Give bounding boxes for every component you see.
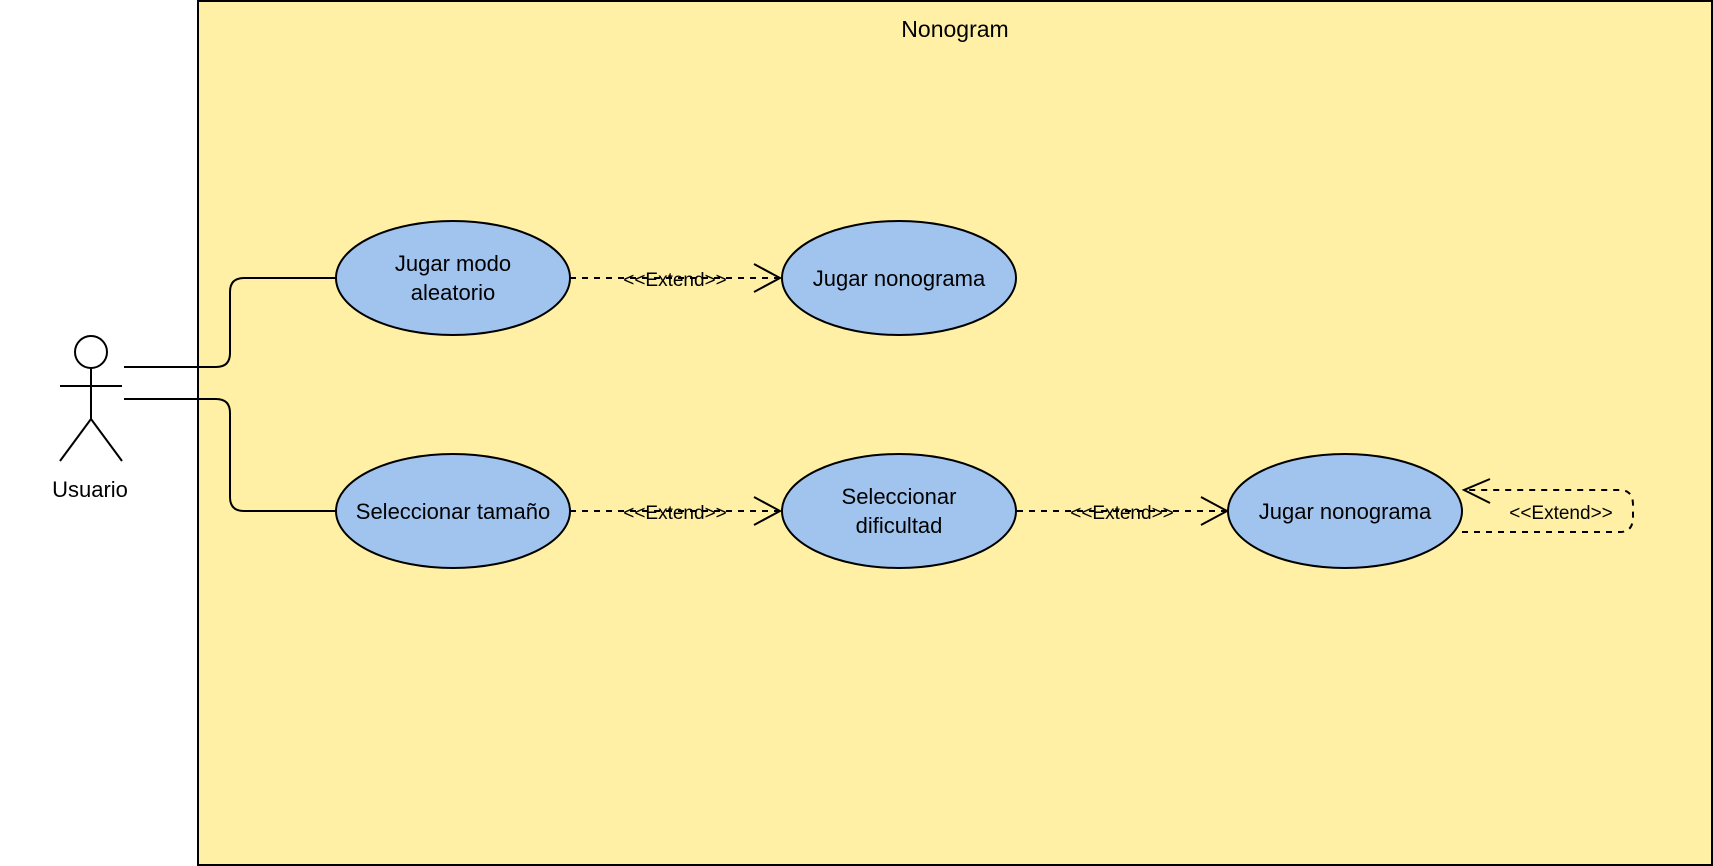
extend-label-1: <<Extend>>: [623, 270, 727, 291]
extend-relation-2: <<Extend>>: [570, 496, 783, 526]
association-usuario-jugar-aleatorio: [124, 277, 336, 368]
use-case-label-line2: dificultad: [856, 513, 943, 538]
use-case-label-line1: Jugar modo: [395, 251, 511, 276]
use-case-jugar-nonograma-bottom[interactable]: Jugar nonograma: [1227, 453, 1463, 569]
use-case-label-line1: Seleccionar: [842, 484, 957, 509]
system-title: Nonogram: [901, 16, 1008, 42]
extend-relation-1: <<Extend>>: [570, 263, 783, 293]
use-case-seleccionar-dificultad[interactable]: Seleccionar dificultad: [781, 453, 1017, 569]
arrowhead-open: [753, 496, 783, 526]
arrowhead-open: [1461, 478, 1491, 504]
actor-head: [74, 335, 108, 369]
system-boundary: [197, 0, 1713, 866]
extend-label-2: <<Extend>>: [623, 503, 727, 524]
extend-label-self: <<Extend>>: [1509, 503, 1613, 524]
use-case-label: Seleccionar tamaño: [356, 499, 550, 524]
use-case-jugar-nonograma-top[interactable]: Jugar nonograma: [781, 220, 1017, 336]
use-case-label-line2: aleatorio: [411, 280, 495, 305]
use-case-seleccionar-tamano[interactable]: Seleccionar tamaño: [335, 453, 571, 569]
use-case-label: Jugar nonograma: [813, 266, 986, 291]
extend-relation-self: <<Extend>>: [1461, 478, 1634, 533]
association-usuario-seleccionar-tamano: [124, 398, 336, 512]
actor-usuario[interactable]: [59, 335, 123, 462]
actor-right-leg: [90, 418, 123, 462]
extend-label-3: <<Extend>>: [1070, 503, 1174, 524]
use-case-jugar-modo-aleatorio[interactable]: Jugar modo aleatorio: [335, 220, 571, 336]
actor-left-leg: [59, 418, 92, 462]
actor-label: Usuario: [52, 477, 128, 502]
arrowhead-open: [753, 263, 783, 293]
use-case-label: Jugar nonograma: [1259, 499, 1432, 524]
